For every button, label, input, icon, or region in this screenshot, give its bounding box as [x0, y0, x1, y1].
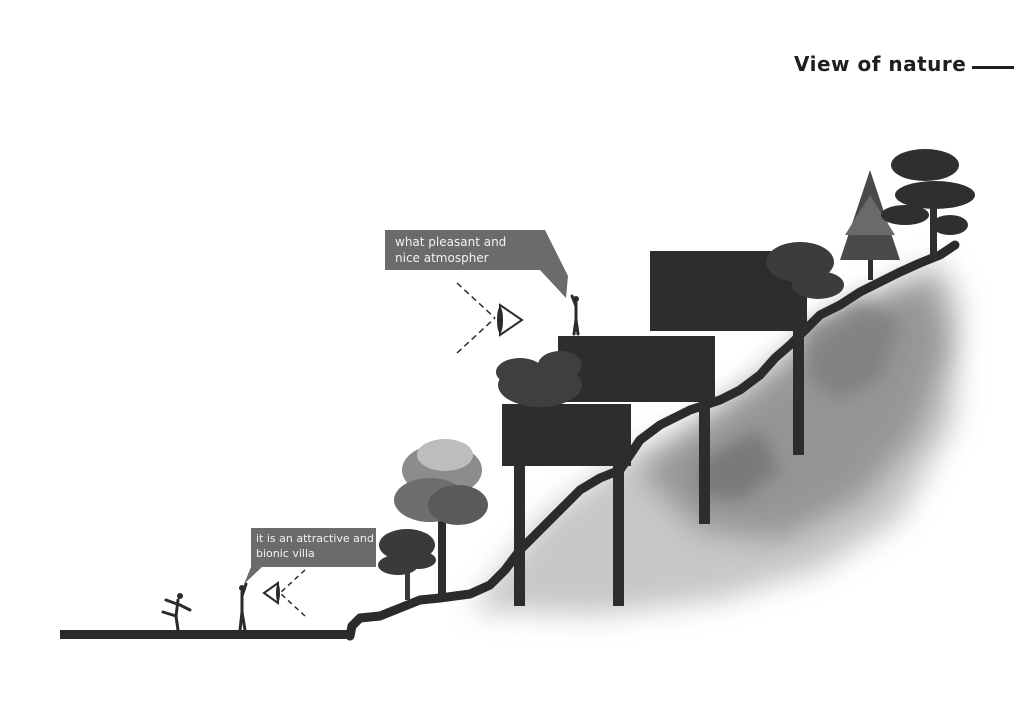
bubble-upper-line2: nice atmospher: [395, 251, 489, 265]
villa-block-lower: [502, 404, 631, 606]
tree-small-left: [378, 529, 436, 600]
page-title: View of nature: [794, 52, 1015, 76]
person-kicking: [161, 593, 192, 632]
title-underline: [972, 65, 1015, 69]
person-standing-upper: [570, 294, 580, 336]
tree-broad-top: [881, 149, 975, 260]
eye-icon-upper: [456, 282, 524, 354]
speech-bubble-upper: [385, 230, 568, 298]
pillar: [514, 466, 525, 606]
tree-leafy-mid: [394, 439, 488, 598]
slope-ground-line: [345, 240, 960, 641]
bubble-lower-line1: it is an attractive and: [256, 532, 374, 545]
bubble-upper-text: what pleasant and nice atmospher: [395, 234, 506, 266]
villa-block-middle: [558, 336, 715, 524]
person-standing-lower: [238, 582, 248, 632]
eye-icon-lower: [262, 569, 306, 617]
speech-bubble-lower: [244, 528, 376, 584]
pillar: [699, 402, 710, 524]
pillar: [613, 466, 624, 606]
pillar: [793, 331, 804, 455]
tree-behind-lower-block: [496, 351, 582, 407]
tree-pine-top: [840, 170, 900, 280]
title-text: View of nature: [794, 52, 967, 76]
bubble-lower-text: it is an attractive and bionic villa: [256, 531, 374, 561]
flat-ground: [60, 630, 352, 639]
bubble-upper-line1: what pleasant and: [395, 235, 507, 249]
bubble-lower-line2: bionic villa: [256, 547, 315, 560]
tree-behind-upper-block: [766, 242, 844, 299]
